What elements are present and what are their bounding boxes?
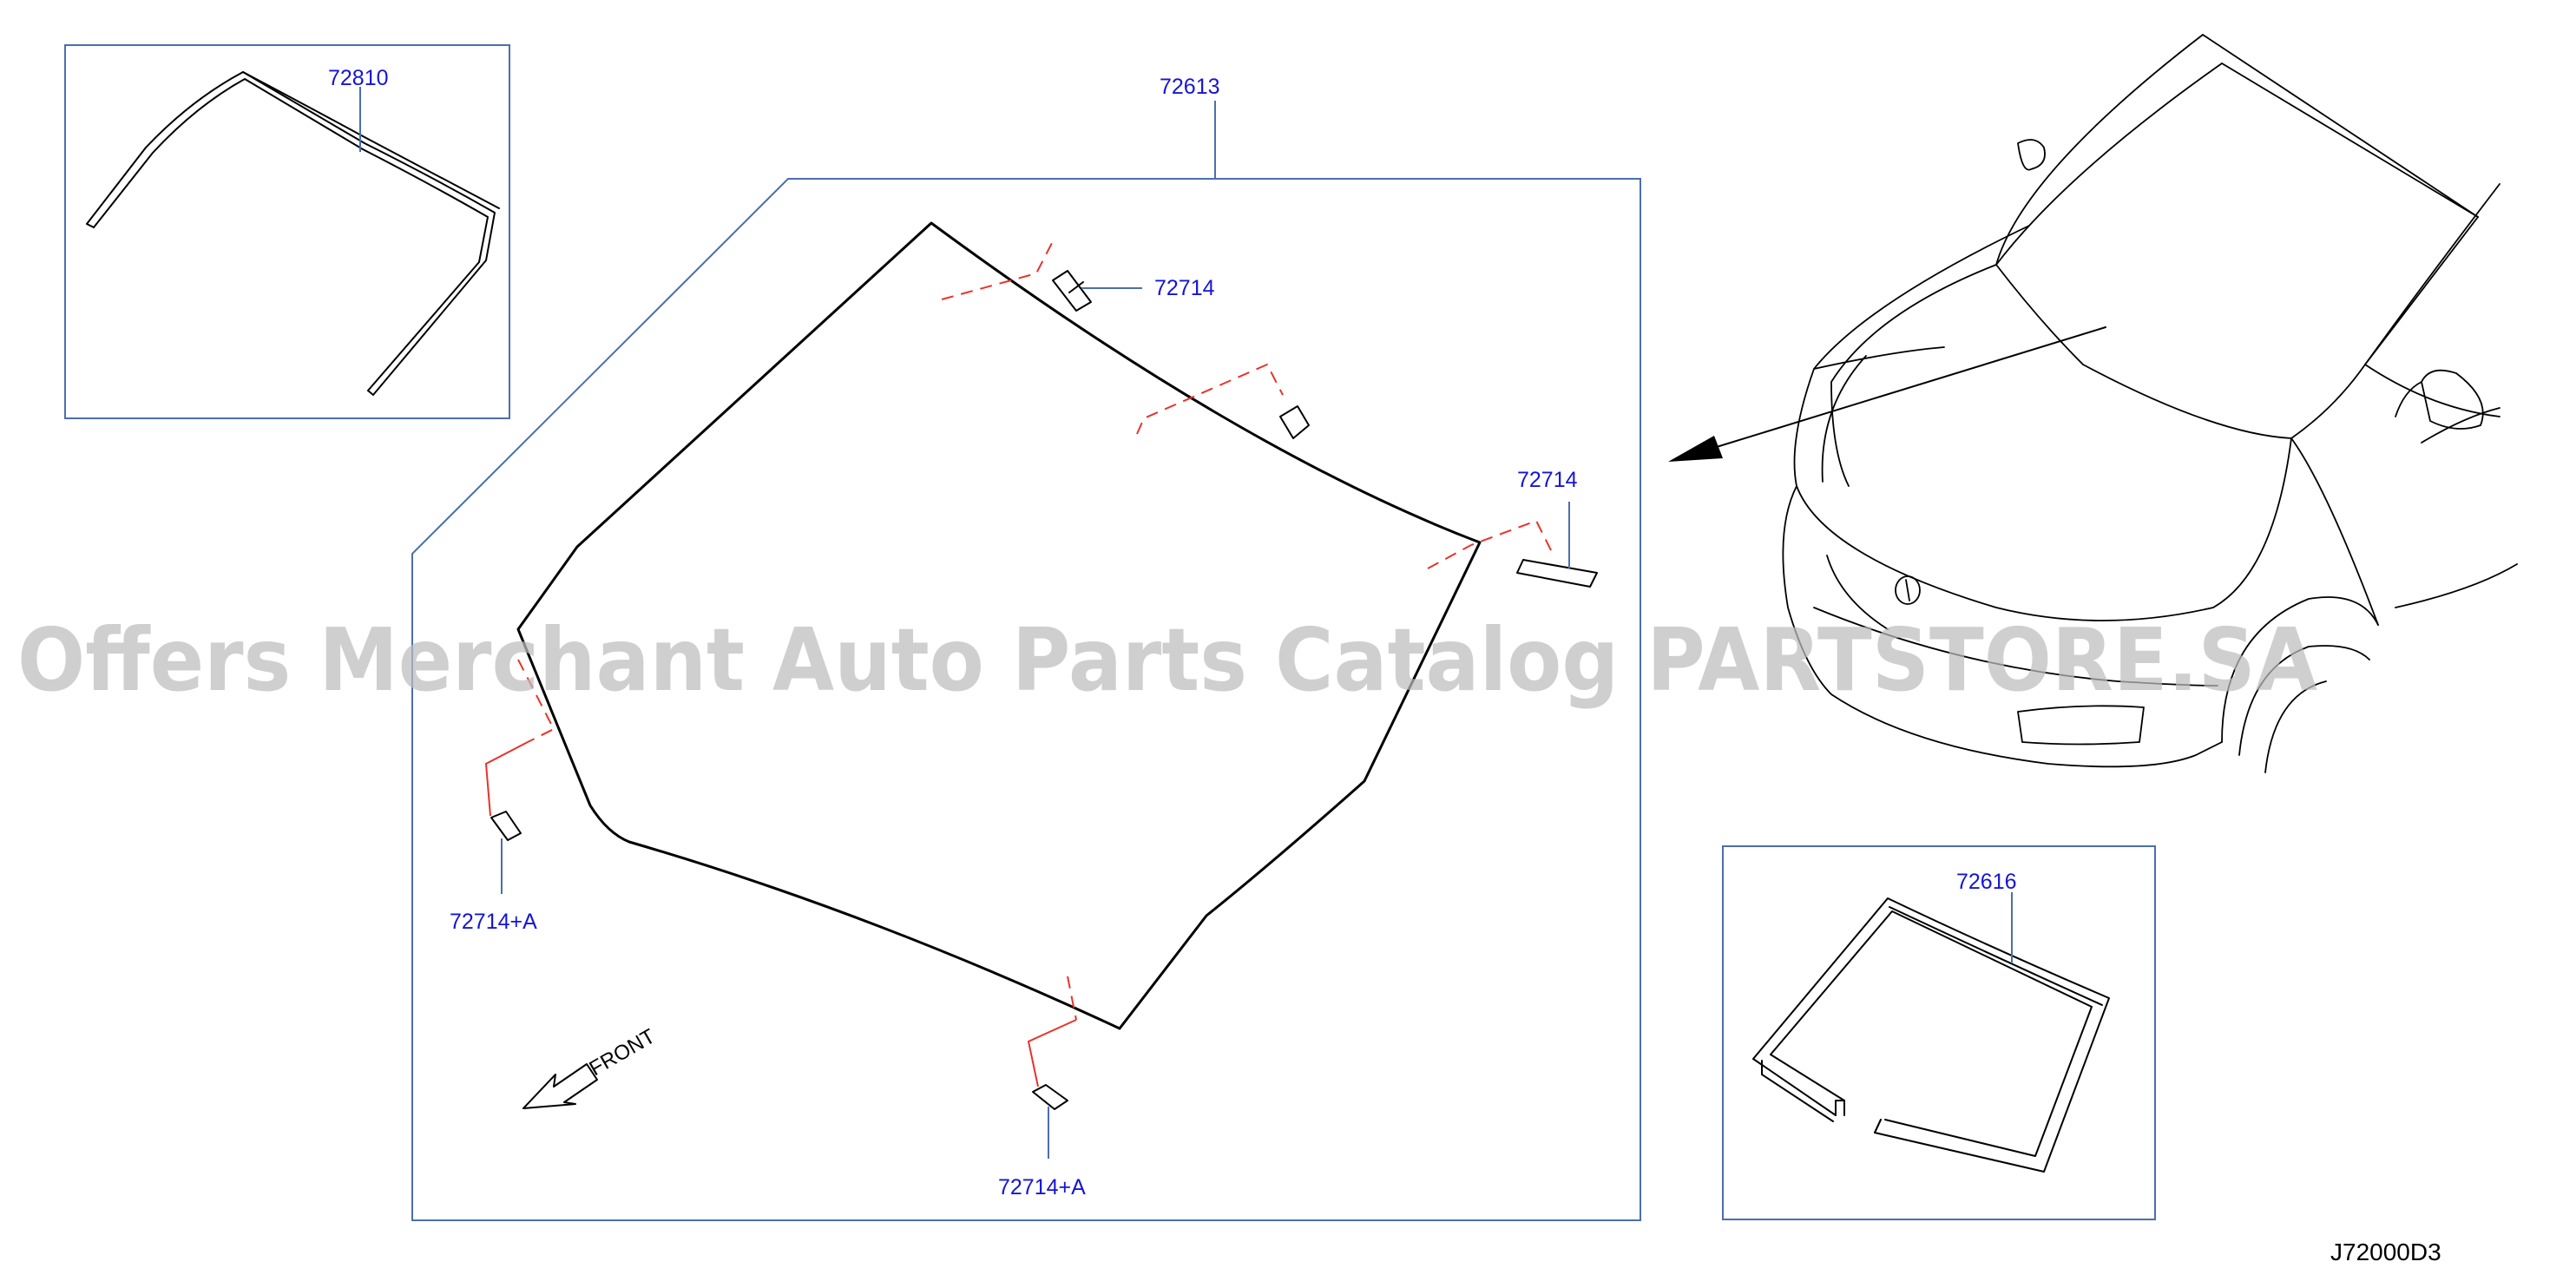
part-number-72714a-bottom[interactable]: 72714+A — [998, 1175, 1086, 1199]
car-locator-illustration — [1668, 34, 2518, 773]
locator-arrow-line — [1696, 326, 2106, 454]
clip-lower-left-red-leader-solid — [484, 741, 529, 817]
part-number-72613[interactable]: 72613 — [1160, 75, 1220, 99]
clip-upper-b-red-leader — [1427, 519, 1554, 569]
upper-molding-part[interactable] — [86, 71, 500, 396]
clip-upper-middle-red-leader — [1136, 363, 1284, 435]
front-arrow-icon — [522, 1063, 598, 1109]
part-number-72714-right[interactable]: 72714 — [1517, 468, 1578, 492]
clip-lower-bottom-red-leader-solid — [1027, 1019, 1077, 1088]
clip-lower-left[interactable]: 72714+A — [450, 659, 555, 934]
clip-upper-middle-shape — [1279, 405, 1310, 439]
front-label: FRONT — [586, 1024, 660, 1081]
clip-lower-left-red-leader — [517, 659, 555, 743]
clip-lower-bottom-shape — [1032, 1084, 1068, 1110]
locator-arrow-head — [1668, 436, 1723, 462]
watermark-text: Offers Merchant Auto Parts Catalog PARTS… — [17, 609, 2317, 711]
dam-inset[interactable]: 72616 — [1722, 845, 2156, 1220]
part-number-72616[interactable]: 72616 — [1956, 870, 2017, 894]
clip-lower-bottom-red-leader — [1067, 976, 1077, 1021]
clip-upper-middle[interactable] — [1136, 363, 1310, 439]
part-number-72810[interactable]: 72810 — [328, 66, 389, 90]
front-indicator: FRONT — [522, 1024, 660, 1109]
clip-lower-bottom[interactable]: 72714+A — [998, 976, 1086, 1199]
part-number-72714a-left[interactable]: 72714+A — [450, 910, 537, 934]
molding-inset-frame — [64, 44, 510, 419]
windshield-main[interactable]: 72613 72714 72714 72714+A — [411, 75, 1641, 1221]
dam-inset-frame — [1722, 845, 2156, 1220]
clip-upper-b-shape — [1516, 559, 1598, 588]
dam-rubber-part[interactable] — [1752, 897, 2110, 1173]
clip-upper-a-red-leader — [941, 242, 1053, 300]
clip-lower-left-shape — [490, 811, 522, 841]
clip-upper-a[interactable]: 72714 — [941, 242, 1215, 312]
diagram-code: J72000D3 — [2330, 1239, 2441, 1265]
molding-inset[interactable]: 72810 — [64, 44, 510, 419]
windshield-main-frame — [411, 178, 1641, 1221]
part-number-72714-upper[interactable]: 72714 — [1154, 276, 1215, 300]
windshield-glass[interactable] — [516, 221, 1482, 1030]
clip-upper-b[interactable]: 72714 — [1427, 468, 1598, 588]
